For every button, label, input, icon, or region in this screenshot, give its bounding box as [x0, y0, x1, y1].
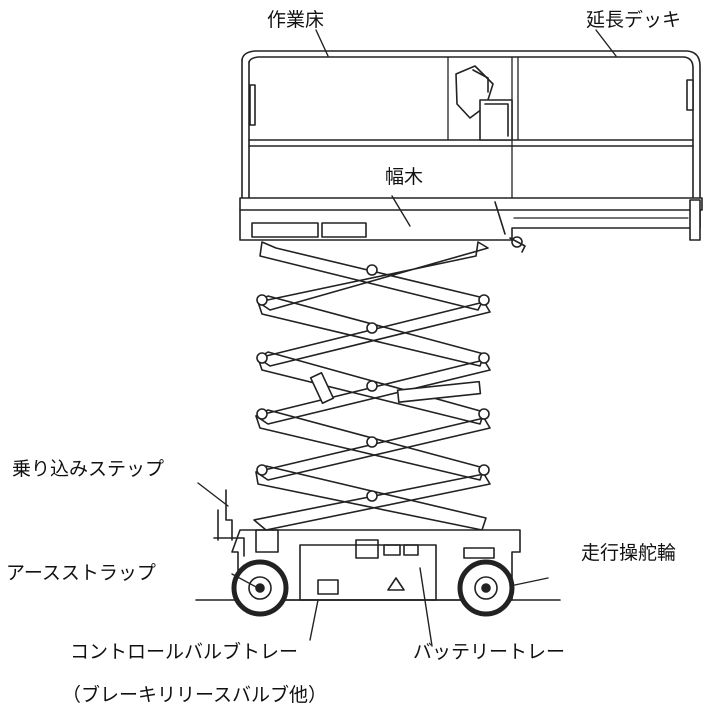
label-battery-tray: バッテリートレー	[413, 641, 566, 663]
label-toe-board: 幅木	[385, 166, 424, 188]
rear-wheel	[231, 559, 289, 617]
lift-cylinder	[309, 371, 482, 405]
guardrail	[241, 50, 701, 206]
leader-lines	[197, 29, 617, 647]
front-wheel	[457, 559, 515, 617]
hinge-pins	[256, 264, 490, 502]
label-work-platform: 作業床	[267, 9, 325, 31]
label-extension-deck: 延長デッキ	[586, 9, 682, 31]
label-control-valve-tray-note: （ブレーキリリースバルブ他）	[62, 684, 328, 706]
label-control-valve-tray: コントロールバルブトレー	[70, 641, 299, 663]
label-drive-steer-wheel: 走行操舵輪	[581, 542, 677, 564]
control-box	[455, 65, 513, 141]
label-earth-strap: アースストラップ	[6, 562, 156, 584]
label-boarding-step: 乗り込みステップ	[12, 458, 165, 480]
toe-board	[239, 197, 703, 253]
